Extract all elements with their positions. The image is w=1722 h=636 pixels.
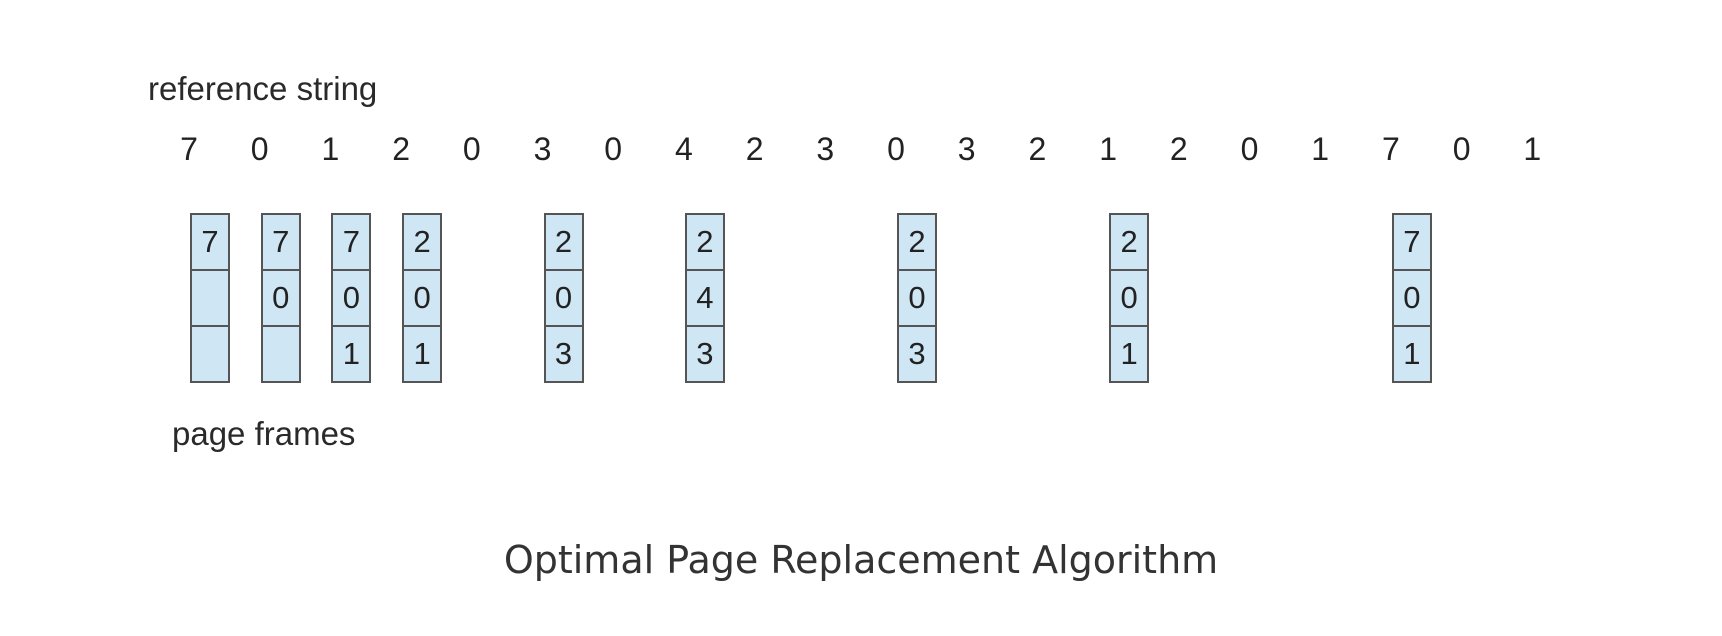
reference-value: 0 — [604, 131, 623, 167]
page-frame-cell: 1 — [333, 325, 370, 381]
reference-value: 0 — [1452, 131, 1471, 167]
page-frame-cell: 2 — [908, 224, 926, 259]
page-frame-cell: 3 — [686, 325, 723, 381]
page-frames-label: page frames — [172, 415, 356, 452]
reference-value: 0 — [250, 131, 269, 167]
page-frame-cell: 0 — [1111, 269, 1148, 325]
reference-value: 2 — [1169, 131, 1188, 167]
reference-value: 0 — [462, 131, 481, 167]
page-frame-cell: 1 — [1393, 325, 1430, 381]
reference-value: 1 — [321, 131, 340, 167]
page-frame-cell: 3 — [899, 325, 935, 381]
page-frame-cell: 4 — [686, 269, 723, 325]
page-frame-cell: 2 — [1120, 224, 1138, 259]
reference-value: 2 — [745, 131, 764, 167]
reference-value: 0 — [887, 131, 905, 167]
page-frame-cell: 0 — [899, 269, 935, 325]
page-frame-cell: 7 — [1403, 224, 1421, 259]
page-frame-cell: 1 — [404, 325, 441, 381]
reference-value: 1 — [1099, 131, 1117, 167]
reference-value: 0 — [1240, 131, 1259, 167]
reference-value: 4 — [674, 131, 693, 167]
reference-value: 2 — [1028, 131, 1047, 167]
page-frame-cell — [192, 325, 228, 381]
page-frame-cell: 7 — [201, 224, 219, 259]
reference-value: 7 — [1381, 131, 1400, 167]
page-frame-cell: 2 — [554, 224, 573, 259]
page-frame-cell: 2 — [413, 224, 431, 259]
page-frame-cell — [262, 325, 299, 381]
reference-value: 3 — [533, 131, 552, 167]
reference-value: 2 — [392, 131, 410, 167]
page-frame-cell — [192, 269, 228, 325]
page-frame-cell: 7 — [272, 224, 290, 259]
reference-value: 3 — [957, 131, 976, 167]
reference-value: 1 — [1311, 131, 1330, 167]
page-frame-cell: 2 — [696, 224, 714, 259]
page-frame-cell: 0 — [404, 269, 441, 325]
page-frame-set: 7 — [190, 213, 230, 383]
reference-string-label: reference string — [148, 70, 378, 107]
reference-value: 1 — [1523, 131, 1542, 167]
diagram-caption: Optimal Page Replacement Algorithm — [503, 538, 1219, 582]
page-frame-cell: 0 — [333, 269, 370, 325]
page-frame-cell: 0 — [1393, 269, 1430, 325]
page-frame-cell: 0 — [262, 269, 299, 325]
page-frame-cell: 3 — [545, 325, 582, 381]
reference-value: 7 — [180, 131, 198, 167]
page-frame-cell: 0 — [545, 269, 582, 325]
page-frame-cell: 1 — [1111, 325, 1148, 381]
reference-value: 3 — [816, 131, 835, 167]
page-frame-cell: 7 — [342, 224, 361, 259]
